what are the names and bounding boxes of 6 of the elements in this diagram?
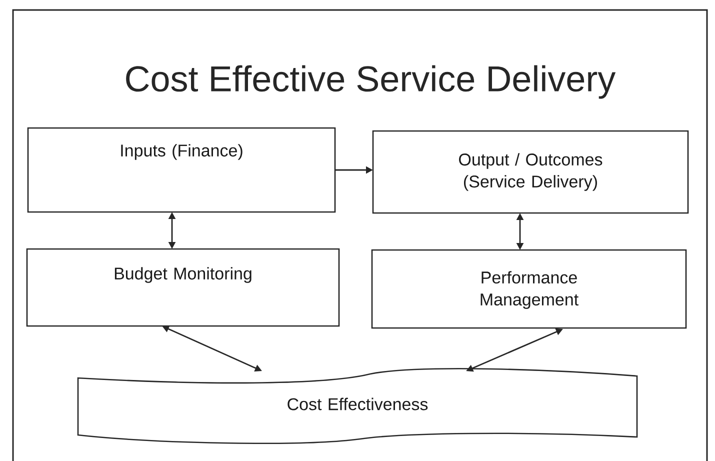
process-box: Performance Management [371, 249, 687, 329]
process-box: Budget Monitoring [26, 248, 340, 327]
banner-box: Cost Effectiveness [77, 368, 638, 444]
process-box: Output / Outcomes (Service Delivery) [372, 130, 689, 214]
process-box: Inputs (Finance) [27, 127, 336, 213]
title: Cost Effective Service Delivery [126, 65, 616, 99]
